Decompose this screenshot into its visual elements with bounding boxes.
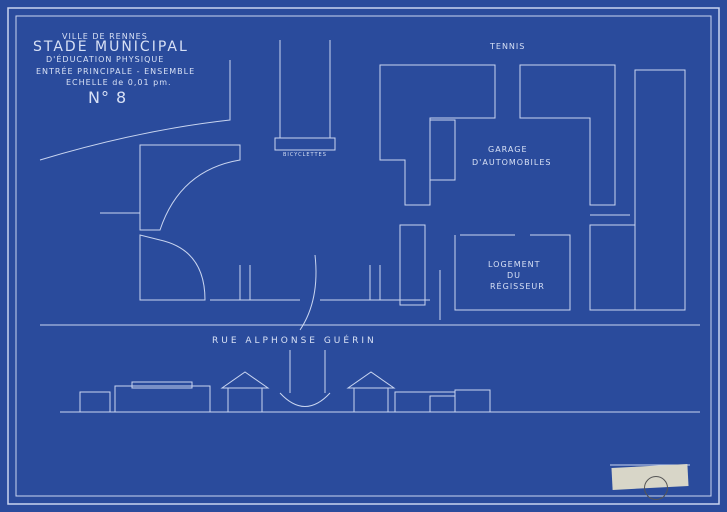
title-sheet: ENTRÉE PRINCIPALE - ENSEMBLE [36, 67, 196, 76]
pavilion-roof-right [346, 371, 396, 389]
label-garage-2: D'AUTOMOBILES [472, 158, 552, 167]
lodge-building [454, 234, 571, 311]
label-lodge-2: DU [507, 271, 522, 280]
label-lodge-3: RÉGISSEUR [490, 282, 545, 291]
label-lodge: LOGEMENT [488, 260, 541, 269]
title-city: VILLE DE RENNES [62, 32, 148, 41]
official-seal [644, 476, 668, 500]
planting-bed-center [399, 224, 426, 306]
planting-bed-garage [519, 64, 616, 206]
central-gate [279, 392, 331, 407]
inner-border [15, 15, 712, 497]
planting-bed-tennis [379, 64, 496, 206]
label-tennis: TENNIS [490, 42, 526, 51]
grandstand [634, 69, 686, 311]
garage-building [429, 119, 456, 181]
planting-bed-left [139, 144, 241, 231]
outer-border [7, 7, 720, 505]
title-scale: ECHELLE de 0,01 pm. [66, 78, 172, 87]
planting-bed-left-lower [139, 234, 206, 301]
label-bicycles: BICYCLETTES [283, 152, 327, 158]
pavilion-roof-left [220, 371, 270, 389]
title-main: STADE MUNICIPAL [33, 39, 189, 55]
bicycle-shed [274, 137, 336, 151]
label-street: RUE ALPHONSE GUÉRIN [212, 336, 377, 346]
road-edge [39, 60, 231, 161]
sheet-number: N° 8 [88, 88, 128, 107]
title-subtitle: D'ÉDUCATION PHYSIQUE [46, 55, 165, 64]
label-garage: GARAGE [488, 145, 528, 154]
